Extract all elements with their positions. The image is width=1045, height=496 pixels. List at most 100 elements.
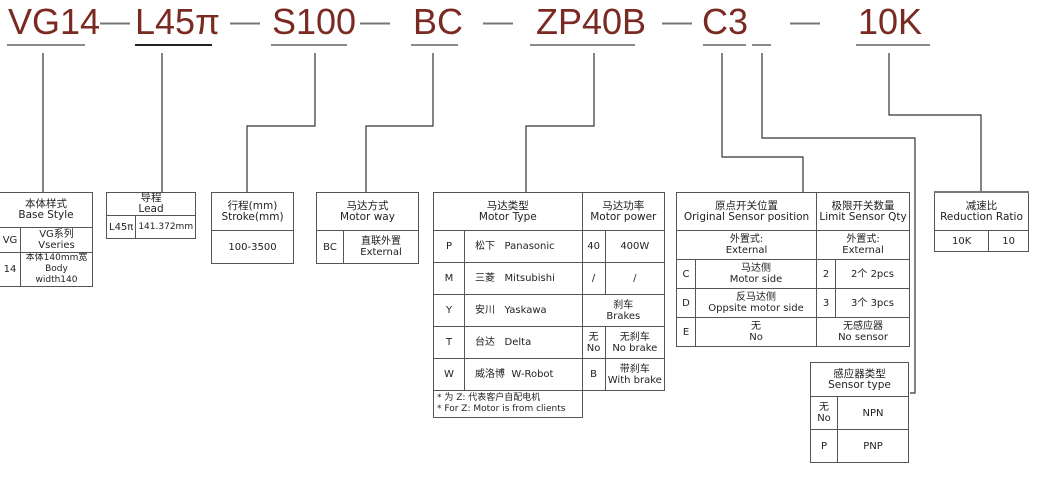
brake-en: With brake bbox=[607, 374, 662, 386]
motor-way-title-en: Motor way bbox=[340, 210, 395, 223]
limit-sensor-title-cn: 极限开关数量 bbox=[831, 199, 895, 212]
lead-title-cn: 导程 bbox=[140, 192, 162, 204]
limit-sensor-value: 2个 2pcs bbox=[835, 259, 910, 289]
motor-type-en: Panasonic bbox=[504, 241, 555, 252]
base-style-cn: VG系列 bbox=[39, 229, 74, 240]
motor-type-code: T bbox=[433, 326, 465, 359]
motor-type-code: W bbox=[433, 358, 465, 391]
separator: — bbox=[483, 5, 513, 38]
motor-type-cn: 台达 bbox=[475, 337, 495, 348]
sensor-table: 原点开关位置 Original Sensor position 极限开关数量 L… bbox=[675, 192, 910, 347]
reduction-ratio-code: 10K bbox=[933, 230, 990, 252]
underline-origin-sensor bbox=[703, 44, 746, 46]
motor-type-code: P bbox=[433, 230, 465, 263]
origin-sensor-en: No bbox=[749, 332, 763, 343]
origin-sensor-en: Oppsite motor side bbox=[708, 303, 804, 314]
base-style-title-cn: 本体样式 bbox=[25, 198, 67, 210]
lead-code: L45π bbox=[105, 215, 137, 239]
brake-en: No brake bbox=[612, 342, 658, 354]
separator: — bbox=[662, 5, 692, 38]
leader-motor-way bbox=[365, 53, 434, 192]
motor-type-code: Y bbox=[433, 294, 465, 327]
origin-sensor-code: C bbox=[676, 259, 696, 289]
table-row: P 松下 Panasonic 40 400W bbox=[433, 230, 666, 263]
origin-sensor-title-en: Original Sensor position bbox=[683, 210, 810, 223]
motor-type-en: Delta bbox=[504, 337, 532, 348]
motor-way-en: External bbox=[360, 247, 402, 258]
no-sensor-en: No sensor bbox=[838, 332, 888, 343]
motor-type-cn: 威洛博 bbox=[475, 369, 505, 380]
origin-sensor-code: D bbox=[676, 288, 696, 318]
base-style-en: Body width140 bbox=[35, 264, 78, 285]
motor-power-value: 400W bbox=[604, 230, 666, 263]
code-sensor: C3 bbox=[702, 1, 749, 42]
code-base-style: VG14 bbox=[8, 1, 101, 42]
motor-type-en: Yaskawa bbox=[504, 305, 547, 316]
brakes-title-cn: 刹车 bbox=[613, 299, 634, 311]
limit-sensor-code: 3 bbox=[816, 288, 837, 318]
motor-note-en: * For Z: Motor is from clients bbox=[437, 404, 566, 414]
base-style-code: VG bbox=[0, 227, 21, 253]
code-reduction: 10K bbox=[858, 1, 923, 42]
leader-motor bbox=[525, 53, 595, 192]
base-style-code: 14 bbox=[0, 252, 21, 287]
reduction-ratio-title-en: Reduction Ratio bbox=[940, 210, 1023, 223]
stroke-value: 100-3500 bbox=[211, 230, 294, 264]
base-style-title-en: Base Style bbox=[18, 209, 74, 221]
origin-sensor-en: Motor side bbox=[729, 274, 783, 285]
brake-code: B bbox=[581, 358, 606, 391]
base-style-en: Vseries bbox=[38, 240, 75, 251]
leader-sensor-type bbox=[761, 53, 916, 394]
sensor-type-code-cn: 无 bbox=[819, 402, 829, 413]
code-motor: ZP40B bbox=[536, 1, 647, 42]
leader-reduction bbox=[888, 53, 982, 192]
stroke-title-en: Stroke(mm) bbox=[221, 210, 284, 223]
limit-sensor-code: 2 bbox=[816, 259, 837, 289]
leader-stroke bbox=[246, 53, 316, 192]
motor-type-title-cn: 马达类型 bbox=[486, 199, 529, 212]
motor-power-title-en: Motor power bbox=[590, 210, 657, 223]
leader-origin-sensor bbox=[721, 53, 804, 192]
motor-type-cn: 三菱 bbox=[475, 273, 495, 284]
sensor-type-value: NPN bbox=[837, 396, 909, 430]
underline-motor-way bbox=[411, 44, 458, 46]
table-row: 10K 10 bbox=[933, 230, 1029, 252]
origin-sensor-cn: 反马达侧 bbox=[736, 292, 777, 303]
lead-title-en: Lead bbox=[138, 203, 164, 215]
motor-type-en: W-Robot bbox=[511, 369, 554, 380]
motor-type-cn: 安川 bbox=[475, 305, 495, 316]
origin-sensor-cn: 马达侧 bbox=[741, 263, 772, 274]
sensor-type-value: PNP bbox=[837, 429, 909, 463]
motor-type-code: M bbox=[433, 262, 465, 295]
brake-cn: 带刹车 bbox=[619, 363, 650, 375]
origin-sensor-title-cn: 原点开关位置 bbox=[715, 199, 779, 212]
underline-stroke bbox=[271, 44, 347, 46]
sensor-type-code: P bbox=[810, 429, 838, 463]
separator: — bbox=[100, 5, 130, 38]
lead-table: 导程 Lead L45π 141.372mm bbox=[105, 192, 197, 239]
reduction-ratio-title-cn: 减速比 bbox=[965, 199, 998, 212]
limit-sensor-title-en: Limit Sensor Qty bbox=[819, 210, 907, 223]
table-row: L45π 141.372mm bbox=[105, 215, 197, 239]
motor-note-cn: * 为 Z: 代表客户自配电机 bbox=[437, 393, 541, 403]
sensor-type-title-en: Sensor type bbox=[828, 378, 891, 391]
motor-way-title-cn: 马达方式 bbox=[346, 199, 389, 212]
motor-power-value: / bbox=[604, 262, 666, 295]
reduction-ratio-table: 减速比 Reduction Ratio 10K 10 bbox=[933, 191, 1029, 252]
underline-sensor-type bbox=[752, 44, 771, 46]
origin-sensor-cn: 无 bbox=[751, 321, 762, 332]
code-lead: L45π bbox=[135, 1, 220, 42]
origin-sensor-sub-cn: 外置式: bbox=[729, 234, 764, 245]
brakes-title-en: Brakes bbox=[606, 310, 641, 322]
